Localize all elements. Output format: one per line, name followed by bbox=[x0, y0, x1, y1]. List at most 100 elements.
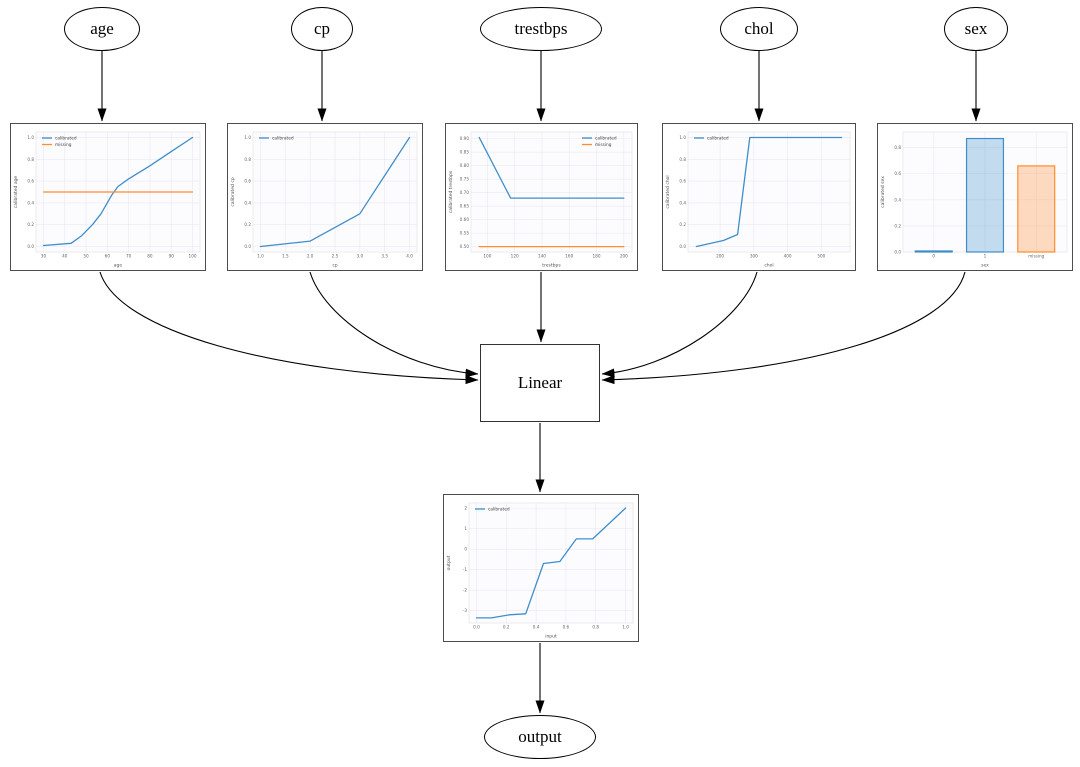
svg-text:300: 300 bbox=[750, 254, 758, 259]
svg-text:age: age bbox=[114, 264, 123, 269]
svg-text:input: input bbox=[545, 634, 557, 640]
svg-text:1: 1 bbox=[984, 254, 987, 259]
svg-text:0.8: 0.8 bbox=[592, 625, 599, 630]
svg-text:0.0: 0.0 bbox=[894, 250, 901, 255]
svg-text:100: 100 bbox=[189, 254, 197, 259]
svg-text:1.5: 1.5 bbox=[282, 254, 289, 259]
edge-sex-plot-to-linear bbox=[601, 271, 966, 385]
svg-text:chol: chol bbox=[764, 263, 773, 269]
svg-text:0.65: 0.65 bbox=[460, 204, 470, 209]
svg-text:output: output bbox=[446, 555, 452, 570]
svg-text:calibrated sex: calibrated sex bbox=[880, 176, 886, 208]
svg-text:missing: missing bbox=[55, 142, 72, 148]
node-chol-label: chol bbox=[744, 19, 774, 38]
svg-text:0.0: 0.0 bbox=[473, 625, 480, 630]
edge-chol-plot-to-linear bbox=[601, 271, 758, 378]
svg-text:0.60: 0.60 bbox=[460, 217, 470, 222]
svg-text:calibrated chol: calibrated chol bbox=[665, 175, 671, 208]
svg-text:3.5: 3.5 bbox=[381, 254, 388, 259]
svg-text:0.2: 0.2 bbox=[244, 222, 251, 227]
node-sex-label: sex bbox=[964, 19, 988, 38]
svg-text:0.4: 0.4 bbox=[679, 200, 686, 205]
svg-text:calibrated age: calibrated age bbox=[13, 176, 19, 209]
svg-text:70: 70 bbox=[126, 254, 132, 259]
svg-text:-1: -1 bbox=[463, 567, 468, 572]
svg-text:missing: missing bbox=[1028, 254, 1044, 259]
svg-text:140: 140 bbox=[538, 254, 546, 259]
svg-text:calibrated: calibrated bbox=[595, 136, 617, 142]
svg-text:1.0: 1.0 bbox=[622, 625, 629, 630]
node-output-label: output bbox=[518, 727, 562, 746]
svg-text:calibrated: calibrated bbox=[488, 507, 510, 513]
svg-text:calibrated: calibrated bbox=[707, 136, 729, 142]
svg-text:0.4: 0.4 bbox=[533, 625, 540, 630]
svg-text:0.0: 0.0 bbox=[27, 244, 34, 249]
svg-text:2.5: 2.5 bbox=[332, 254, 339, 259]
node-trestbps: trestbps bbox=[480, 7, 602, 51]
svg-text:4.0: 4.0 bbox=[406, 254, 413, 259]
svg-text:100: 100 bbox=[483, 254, 491, 259]
node-age: age bbox=[64, 7, 140, 51]
svg-text:500: 500 bbox=[817, 254, 825, 259]
svg-text:0.90: 0.90 bbox=[460, 136, 470, 141]
svg-text:0.4: 0.4 bbox=[27, 200, 34, 205]
svg-text:0.4: 0.4 bbox=[244, 200, 251, 205]
svg-text:1.0: 1.0 bbox=[679, 135, 686, 140]
svg-text:1.0: 1.0 bbox=[257, 254, 264, 259]
svg-text:0.6: 0.6 bbox=[894, 171, 901, 176]
svg-text:1.0: 1.0 bbox=[27, 135, 34, 140]
svg-text:0.4: 0.4 bbox=[894, 197, 901, 202]
svg-text:200: 200 bbox=[620, 254, 628, 259]
svg-text:0: 0 bbox=[464, 547, 467, 552]
node-age-label: age bbox=[90, 19, 114, 38]
svg-text:0.6: 0.6 bbox=[27, 179, 34, 184]
node-sex: sex bbox=[944, 7, 1008, 51]
svg-text:30: 30 bbox=[41, 254, 47, 259]
svg-text:90: 90 bbox=[169, 254, 175, 259]
svg-text:0.8: 0.8 bbox=[244, 157, 251, 162]
edge-cp-plot-to-linear bbox=[309, 271, 479, 378]
svg-text:trestbps: trestbps bbox=[542, 263, 561, 269]
svg-text:0: 0 bbox=[932, 254, 935, 259]
node-trestbps-label: trestbps bbox=[514, 19, 568, 38]
node-cp: cp bbox=[291, 7, 353, 51]
svg-text:sex: sex bbox=[981, 264, 989, 269]
svg-text:1: 1 bbox=[464, 526, 467, 531]
node-cp-label: cp bbox=[313, 19, 331, 38]
node-chol: chol bbox=[720, 7, 798, 51]
svg-text:80: 80 bbox=[147, 254, 153, 259]
svg-text:0.2: 0.2 bbox=[679, 222, 686, 227]
svg-text:200: 200 bbox=[716, 254, 724, 259]
svg-text:0.0: 0.0 bbox=[679, 244, 686, 249]
svg-text:120: 120 bbox=[511, 254, 519, 259]
svg-text:0.50: 0.50 bbox=[460, 244, 470, 249]
svg-text:1.0: 1.0 bbox=[244, 135, 251, 140]
edge-age-plot-to-linear bbox=[99, 271, 479, 385]
svg-text:0.6: 0.6 bbox=[563, 625, 570, 630]
svg-text:160: 160 bbox=[565, 254, 573, 259]
svg-text:calibrated: calibrated bbox=[272, 136, 294, 142]
svg-text:0.2: 0.2 bbox=[27, 222, 34, 227]
svg-text:0.6: 0.6 bbox=[244, 179, 251, 184]
svg-text:0.6: 0.6 bbox=[679, 179, 686, 184]
svg-text:50: 50 bbox=[83, 254, 89, 259]
svg-text:400: 400 bbox=[784, 254, 792, 259]
svg-text:0.0: 0.0 bbox=[244, 244, 251, 249]
svg-text:0.80: 0.80 bbox=[460, 163, 470, 168]
node-linear: Linear bbox=[480, 344, 600, 422]
svg-text:0.85: 0.85 bbox=[460, 150, 470, 155]
svg-text:calibrated: calibrated bbox=[55, 136, 77, 142]
svg-text:-3: -3 bbox=[463, 608, 468, 613]
svg-text:calibrated cp: calibrated cp bbox=[230, 177, 236, 206]
svg-text:calibrated trestbps: calibrated trestbps bbox=[448, 170, 454, 213]
node-linear-label: Linear bbox=[517, 373, 563, 392]
node-output: output bbox=[484, 715, 596, 759]
svg-text:60: 60 bbox=[105, 254, 111, 259]
svg-text:2: 2 bbox=[464, 506, 467, 511]
